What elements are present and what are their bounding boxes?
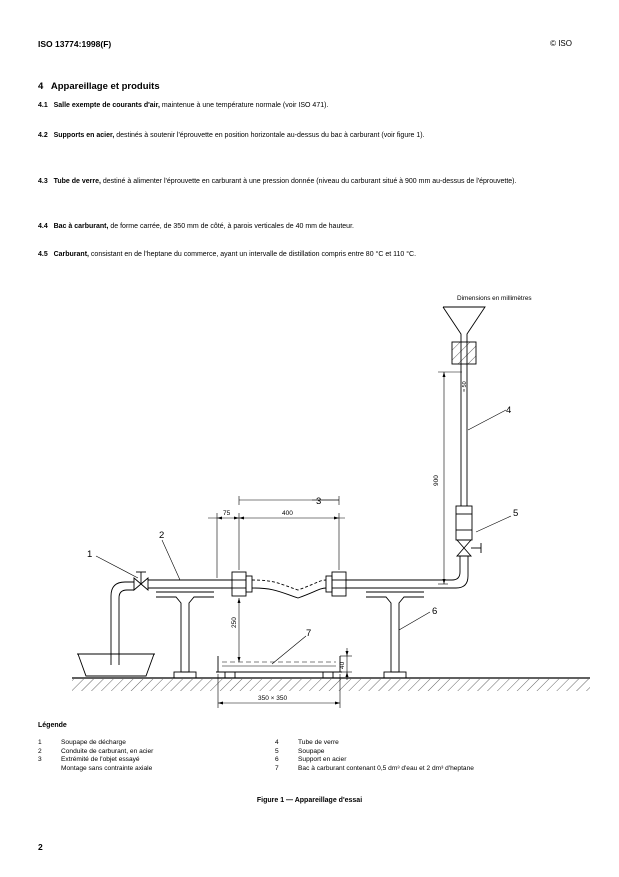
- section-title: Appareillage et produits: [50, 81, 160, 92]
- legend-num: 1: [38, 739, 42, 746]
- dim-350: 350 × 350: [258, 695, 287, 702]
- paragraph-term: Tube de verre,: [53, 178, 101, 185]
- paragraph-text: de forme carrée, de 350 mm de côté, à pa…: [108, 223, 354, 230]
- legend-text: Montage sans contrainte axiale: [61, 764, 153, 772]
- paragraph-text: consistant en de l'heptane du commerce, …: [88, 251, 417, 258]
- paragraph-number: 4.5: [38, 251, 48, 258]
- upper-clamp: [451, 341, 477, 365]
- callout-7: 7: [306, 628, 311, 639]
- ground-line: [72, 677, 590, 691]
- dim-75: 75: [223, 510, 231, 517]
- callout-6: 6: [432, 606, 437, 617]
- legend-item: Montage sans contrainte axiale: [38, 765, 153, 774]
- callout-2: 2: [159, 530, 164, 541]
- paragraph-term: Carburant,: [53, 251, 89, 258]
- paragraph-text: destinés à soutenir l'éprouvette en posi…: [114, 132, 425, 139]
- left-fitting: [231, 571, 253, 597]
- callout-1: 1: [87, 549, 92, 560]
- legend-item: 1 Soupape de décharge: [38, 739, 153, 748]
- callout-leaders: [95, 409, 512, 665]
- dimensions-note: Dimensions en millimètres: [457, 295, 532, 302]
- legend-title: Légende: [38, 722, 67, 729]
- funnel: [442, 306, 486, 342]
- right-fitting: [325, 571, 347, 597]
- legend-item: 2 Conduite de carburant, en acier: [38, 748, 153, 757]
- paragraph-4-5: 4.5 Carburant, consistant en de l'heptan…: [38, 250, 581, 259]
- figure-caption: Figure 1 — Appareillage d'essai: [256, 797, 363, 804]
- paragraph-4-1: 4.1 Salle exempte de courants d'air, mai…: [38, 101, 581, 110]
- legend-right-column: 4 Tube de verre 5 Soupape 6 Support en acie…: [275, 739, 474, 773]
- paragraph-4-4: 4.4 Bac à carburant, de forme carrée, de…: [38, 222, 581, 231]
- callout-5: 5: [513, 508, 518, 519]
- legend-left-column: 1 Soupape de décharge 2 Conduite de carbur…: [38, 739, 153, 773]
- legend-num: 5: [275, 747, 279, 755]
- callout-4: 4: [506, 405, 511, 416]
- paragraph-4-2: 4.2 Supports en acier, destinés à souten…: [38, 131, 581, 140]
- paragraph-number: 4.1: [38, 102, 48, 109]
- dim-400: 400: [282, 510, 293, 517]
- dim-250: 250: [231, 617, 238, 628]
- dim-40: 40: [339, 661, 346, 669]
- document-header-id: ISO 13774:1998(F): [38, 39, 112, 49]
- legend-text: Bac à carburant contenant 0,5 dm³ d'eau …: [298, 764, 474, 772]
- right-support: [366, 591, 424, 679]
- legend-num: 2: [38, 747, 42, 755]
- legend-num: 3: [38, 756, 42, 764]
- dim-small: ≈ 50: [462, 381, 468, 392]
- paragraph-number: 4.2: [38, 132, 48, 139]
- paragraph-term: Supports en acier,: [53, 132, 115, 139]
- legend-text: Tube de verre: [298, 739, 339, 746]
- section-heading: 4 Appareillage et produits: [38, 81, 160, 92]
- legend-item: 3 Extrémité de l'objet essayé: [38, 756, 153, 765]
- paragraph-term: Salle exempte de courants d'air,: [53, 102, 160, 109]
- left-support: [156, 591, 214, 679]
- callout-3: 3: [316, 496, 321, 507]
- dimension-lines: [208, 371, 462, 708]
- legend-item: 5 Soupape: [275, 748, 474, 757]
- discharge-valve: [133, 571, 149, 591]
- legend-item: 6 Support en acier: [275, 756, 474, 765]
- legend-text: Soupape de décharge: [61, 739, 126, 746]
- paragraph-number: 4.4: [38, 223, 48, 230]
- drain-pipe: [110, 581, 134, 665]
- paragraph-term: Bac à carburant,: [53, 223, 109, 230]
- paragraph-4-3: 4.3 Tube de verre, destiné à alimenter l…: [38, 177, 581, 186]
- section-number: 4: [38, 81, 44, 92]
- legend-text: Support en acier: [298, 756, 347, 764]
- legend-text: Conduite de carburant, en acier: [61, 747, 154, 755]
- supply-valve: [456, 539, 482, 557]
- legend-num: 7: [275, 764, 279, 772]
- legend-num: 6: [275, 756, 279, 764]
- legend-item: 7 Bac à carburant contenant 0,5 dm³ d'eau…: [275, 765, 474, 774]
- dim-900: 900: [433, 475, 440, 486]
- test-specimen: [251, 579, 327, 591]
- page-number: 2: [38, 842, 43, 852]
- legend-item: 4 Tube de verre: [275, 739, 474, 748]
- paragraph-text: destiné à alimenter l'éprouvette en carb…: [100, 178, 517, 185]
- legend-text: Extrémité de l'objet essayé: [61, 756, 140, 764]
- copyright-mark: © ISO: [550, 39, 572, 48]
- tube-connector: [455, 505, 473, 541]
- legend-num: 4: [275, 739, 279, 746]
- discharge-basin: [77, 653, 155, 677]
- paragraph-text: maintenue à une température normale (voi…: [159, 102, 329, 109]
- legend-text: Soupape: [298, 747, 325, 755]
- paragraph-number: 4.3: [38, 178, 48, 185]
- fuel-tray: [216, 656, 342, 679]
